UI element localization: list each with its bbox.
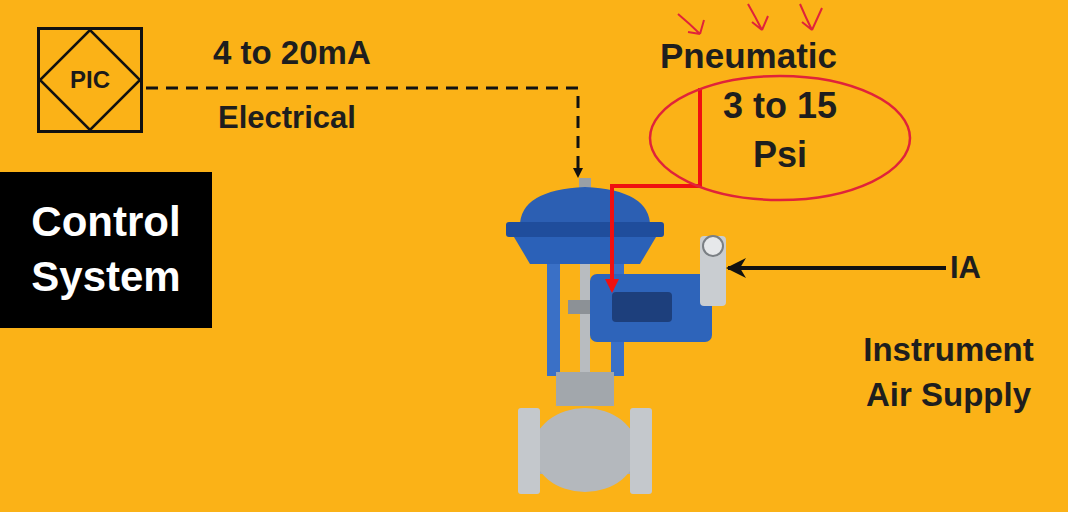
control-valve (506, 178, 726, 494)
node-text: PIC (70, 66, 110, 94)
system-block: Control System (0, 172, 212, 328)
signal-range: 3 to 15 Psi (705, 82, 855, 179)
emphasis-marks (678, 4, 822, 34)
signal-type: Pneumatic (660, 36, 837, 76)
supply-name: Instrument Air Supply (846, 328, 1051, 417)
controller-symbol: PIC (37, 27, 143, 133)
air-supply-arrow (728, 266, 946, 270)
signal-wire (146, 88, 578, 176)
highlight-circle (650, 76, 910, 200)
signal-type: Electrical (218, 100, 356, 136)
signal-range: 4 to 20mA (213, 34, 371, 72)
node-text: Control System (0, 195, 212, 304)
supply-tag: IA (950, 250, 981, 286)
